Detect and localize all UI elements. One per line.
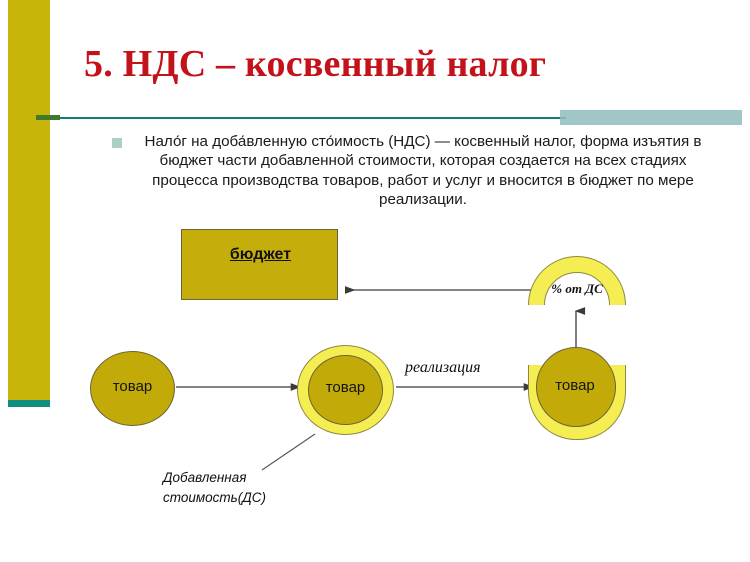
title-divider-accent-bar bbox=[560, 110, 742, 125]
caption-added-value: Добавленная стоимость(ДС) bbox=[163, 470, 266, 505]
tax-arc-label: % от ДС bbox=[551, 281, 603, 296]
tax-arc-node[interactable]: % от ДС bbox=[528, 256, 626, 306]
goods-node-3[interactable]: товар bbox=[528, 347, 626, 440]
edge-label-realization: реализация bbox=[405, 359, 481, 376]
square-bullet-icon bbox=[112, 138, 122, 148]
goods-node-2-disc bbox=[308, 355, 383, 425]
budget-box-label: бюджет bbox=[229, 246, 292, 263]
budget-box[interactable]: бюджет bbox=[181, 229, 338, 300]
leader-line-added-value bbox=[261, 433, 316, 471]
goods-node-1-disc bbox=[90, 351, 175, 426]
left-band-teal-stripe bbox=[8, 400, 50, 407]
left-color-band bbox=[8, 0, 50, 400]
goods-node-2[interactable]: товар bbox=[297, 345, 394, 435]
body-paragraph: Нало́г на доба́вленную сто́имость (НДС) … bbox=[144, 133, 702, 209]
body-bullet-block: Нало́г на доба́вленную сто́имость (НДС) … bbox=[112, 132, 712, 210]
title-divider-rule bbox=[36, 117, 566, 119]
page-title: 5. НДС – косвенный налог bbox=[84, 43, 547, 85]
title-divider-stub bbox=[36, 115, 60, 120]
goods-node-3-disc bbox=[536, 347, 616, 427]
goods-node-1[interactable]: товар bbox=[90, 351, 175, 426]
